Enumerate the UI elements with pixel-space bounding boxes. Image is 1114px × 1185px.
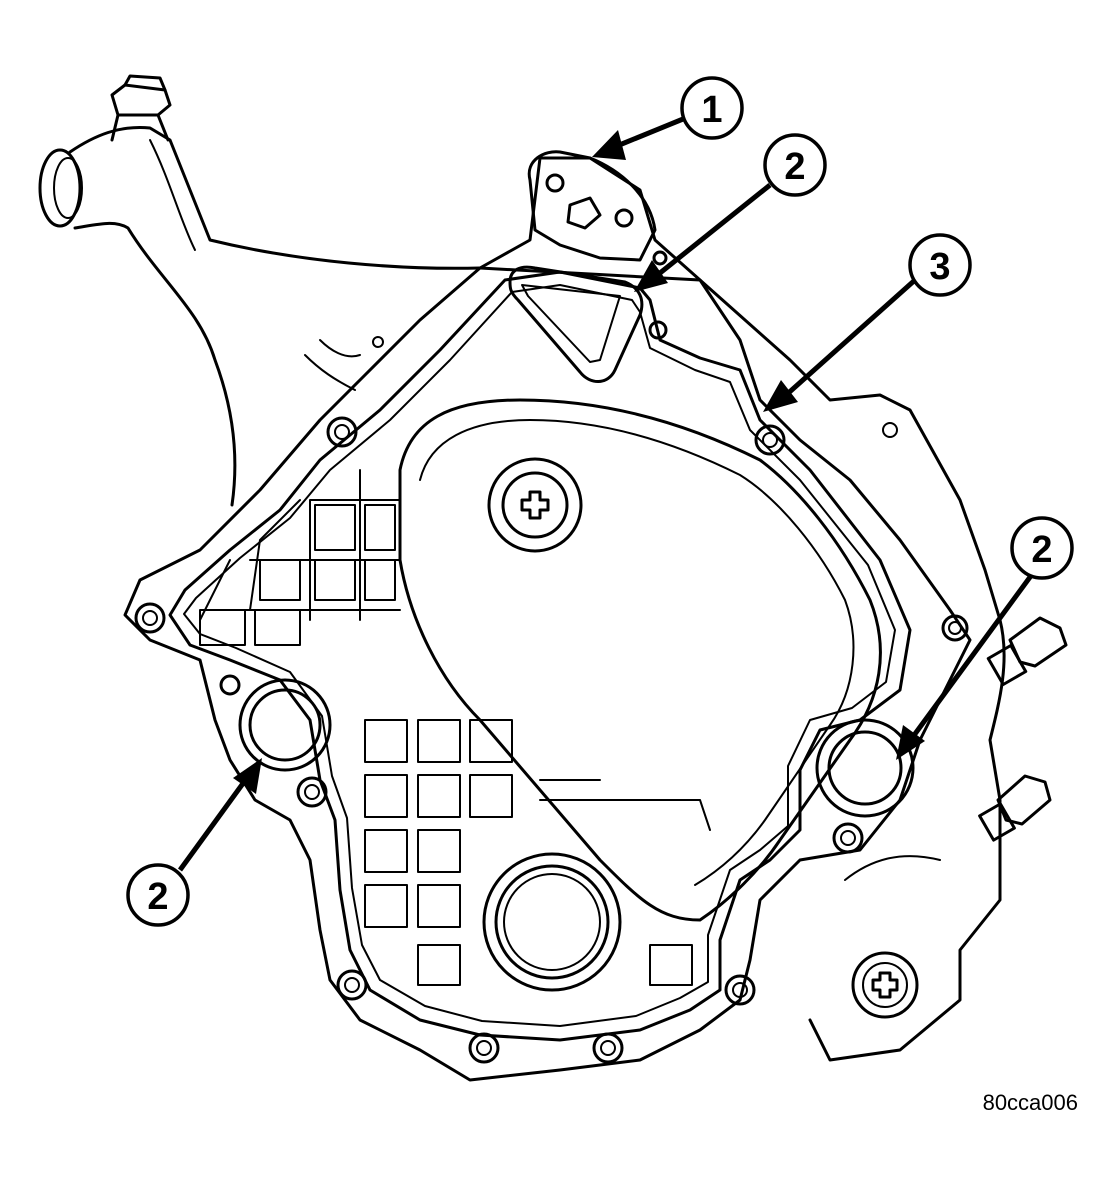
callout-2-top: 2: [763, 133, 827, 197]
svg-text:3: 3: [929, 246, 950, 288]
arrowhead-2-left: [233, 758, 262, 794]
timing-cover: [123, 150, 972, 1082]
leader-1: [611, 114, 689, 151]
callout-2-right: 2: [1010, 516, 1074, 580]
engine-block-outline: [304, 266, 1006, 1062]
figure-id: 80cca006: [983, 1090, 1078, 1115]
sensor-lower: [978, 774, 1052, 842]
leader-2-top: [653, 183, 772, 279]
arrowhead-2-right: [896, 725, 925, 760]
sensor-upper: [986, 616, 1068, 686]
water-outlet-pipe: [38, 74, 482, 507]
svg-text:2: 2: [784, 146, 805, 188]
callout-2-left: 2: [126, 863, 190, 927]
arrowhead-3: [763, 380, 798, 412]
svg-text:2: 2: [147, 876, 168, 918]
leader-2-left: [177, 780, 247, 872]
callout-1: 1: [680, 76, 744, 140]
leader-2-right: [909, 571, 1036, 740]
callout-leaders: [177, 114, 1036, 872]
arrowhead-2-top: [634, 260, 668, 292]
svg-text:1: 1: [701, 89, 722, 131]
svg-text:2: 2: [1031, 529, 1052, 571]
leader-3: [783, 278, 917, 398]
callout-3: 3: [908, 233, 972, 297]
arrowhead-1: [592, 130, 626, 160]
